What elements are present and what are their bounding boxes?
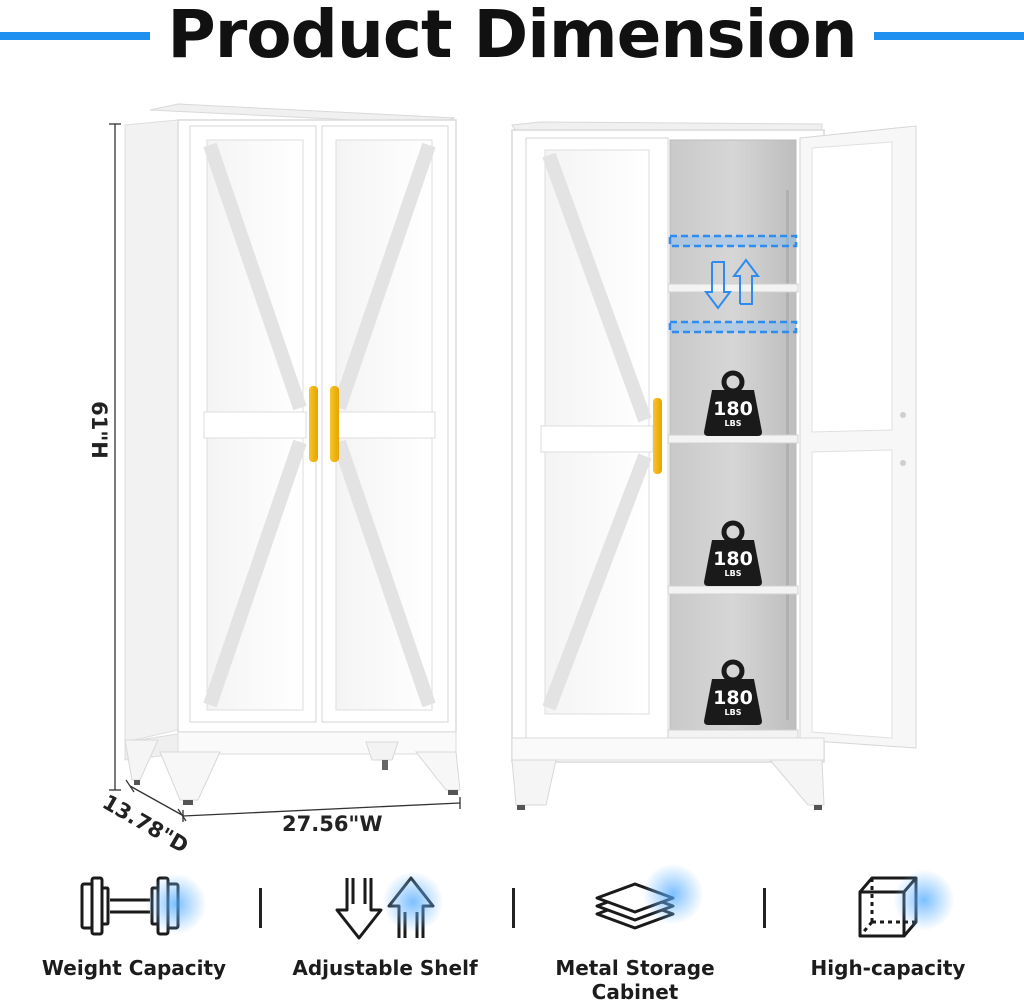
open-cabinet-handle <box>653 398 662 474</box>
separator <box>512 888 515 928</box>
separator <box>763 888 766 928</box>
feature-label: Adjustable Shelf <box>292 956 478 980</box>
feature-label: Weight Capacity <box>41 956 227 980</box>
product-illustration <box>109 103 917 822</box>
feature-weight-capacity: Weight Capacity <box>14 868 254 980</box>
adjustable-shelf-guides <box>668 234 798 334</box>
title-accent-bar-left <box>0 32 150 40</box>
cube-icon <box>858 876 918 938</box>
open-cabinet <box>511 121 917 810</box>
shelf-2 <box>667 434 799 444</box>
left-door-handle <box>309 386 318 462</box>
weight-badges <box>704 370 762 725</box>
page-title: Product Dimension <box>167 0 857 73</box>
shelf-weight-label-2: 180 LBS <box>713 548 753 579</box>
shelf-3 <box>667 585 799 595</box>
title-accent-bar-right <box>874 32 1024 40</box>
height-dimension-label: 61"H <box>86 401 111 459</box>
shelf-1 <box>667 283 799 293</box>
feature-high-capacity: High-capacity <box>768 868 1008 980</box>
feature-row: Weight Capacity Adjustable Shelf <box>0 864 1024 1004</box>
shelf-weight-label-1: 180 LBS <box>713 398 753 429</box>
weight-icon <box>704 659 762 725</box>
separator <box>259 888 262 928</box>
layers-icon <box>595 882 675 930</box>
feature-label: High-capacity <box>810 956 966 980</box>
shelf-adjust-arrows <box>704 258 760 310</box>
dumbbell-icon <box>80 876 180 936</box>
feature-metal-storage-cabinet: Metal Storage Cabinet <box>515 864 755 1004</box>
weight-icon <box>704 520 762 586</box>
width-dimension-label: 27.56"W <box>282 812 383 836</box>
feature-label: Metal Storage Cabinet <box>555 956 715 1004</box>
right-door-handle <box>330 386 339 462</box>
closed-cabinet <box>124 103 461 805</box>
weight-icon <box>704 370 762 436</box>
dimension-lines <box>109 123 461 822</box>
shelf-weight-label-3: 180 LBS <box>713 687 753 718</box>
feature-adjustable-shelf: Adjustable Shelf <box>265 868 505 980</box>
